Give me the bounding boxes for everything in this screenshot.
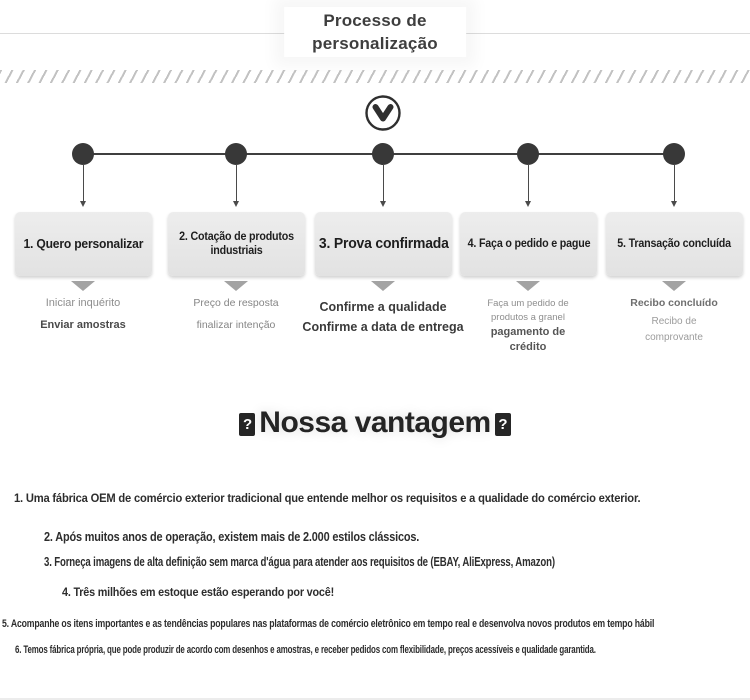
note-line: comprovante (645, 332, 703, 343)
advantage-item-4: 4. Três milhões em estoque estão esperan… (62, 587, 334, 599)
note-line: Recibo concluído (630, 297, 718, 309)
flow-node-dot-3 (372, 143, 394, 165)
step-3-notes: Confirme a qualidade Confirme a data de … (298, 297, 468, 337)
step-1-notes: Iniciar inquérito Enviar amostras (0, 297, 168, 331)
note-line: Confirme a data de entrega (302, 320, 464, 334)
missing-glyph-box-right: ? (494, 413, 511, 436)
advantage-heading: ?Nossa vantagem? (0, 406, 750, 440)
note-line: produtos a granel (491, 312, 565, 323)
note-line: Confirme a qualidade (319, 300, 447, 314)
note-line: Iniciar inquérito (45, 297, 121, 309)
advantage-item-2: 2. Após muitos anos de operação, existem… (44, 529, 420, 544)
note-line: Preço de resposta (193, 297, 279, 309)
step-3-title: 3. Prova confirmada (318, 234, 449, 252)
triangle-down-icon-3 (371, 281, 395, 291)
triangle-down-icon-4 (516, 281, 540, 291)
note-line: Recibo de (651, 316, 697, 327)
step-box-1: 1. Quero personalizar (15, 212, 152, 276)
step-box-3: 3. Prova confirmada (315, 212, 452, 276)
down-arrow-3 (380, 164, 386, 207)
advantage-item-3: 3. Forneça imagens de alta definição sem… (44, 554, 555, 569)
note-line: crédito (509, 341, 547, 353)
step-4-title: 4. Faça o pedido e pague (467, 237, 590, 250)
down-arrow-2 (233, 164, 239, 207)
advantage-item-1: 1. Uma fábrica OEM de comércio exterior … (14, 491, 641, 505)
step-2-title: 2. Cotação de produtos industriais (179, 230, 294, 257)
triangle-down-icon-5 (662, 281, 686, 291)
advantage-item-5: 5. Acompanhe os itens importantes e as t… (2, 618, 655, 630)
down-arrow-1 (80, 164, 86, 207)
bottom-divider-line (0, 698, 750, 700)
down-arrow-5 (671, 164, 677, 207)
advantage-item-6: 6. Temos fábrica própria, que pode produ… (15, 644, 596, 656)
step-box-5: 5. Transação concluída (606, 212, 743, 276)
down-arrow-4 (525, 164, 531, 207)
step-1-title: 1. Quero personalizar (23, 235, 144, 251)
triangle-down-icon-1 (71, 281, 95, 291)
note-line: pagamento de (490, 326, 566, 338)
missing-glyph-box-left: ? (239, 413, 256, 436)
flow-node-dot-1 (72, 143, 94, 165)
note-line: Faça um pedido de (487, 298, 569, 309)
step-2-notes: Preço de resposta finalizar intenção (151, 297, 321, 341)
step-box-2: 2. Cotação de produtos industriais (168, 212, 305, 276)
step-5-notes: Recibo concluído Recibo de comprovante (589, 297, 750, 346)
flow-node-dot-5 (663, 143, 685, 165)
triangle-down-icon-2 (224, 281, 248, 291)
advantage-heading-text: Nossa vantagem (259, 406, 491, 439)
flow-node-dot-4 (517, 143, 539, 165)
diagonal-hatch-divider (0, 70, 750, 83)
step-box-4: 4. Faça o pedido e pague (460, 212, 597, 276)
note-line: finalizar intenção (196, 319, 276, 331)
page-title: Processo de personalização (284, 7, 466, 57)
chevron-down-circle-icon (364, 94, 402, 132)
step-4-notes: Faça um pedido de produtos a granel paga… (443, 297, 613, 355)
flow-node-dot-2 (225, 143, 247, 165)
page-title-line2: personalização (312, 34, 438, 53)
page-title-line1: Processo de (323, 11, 427, 30)
note-line: Enviar amostras (40, 319, 126, 331)
step-5-title: 5. Transação concluída (617, 237, 732, 250)
